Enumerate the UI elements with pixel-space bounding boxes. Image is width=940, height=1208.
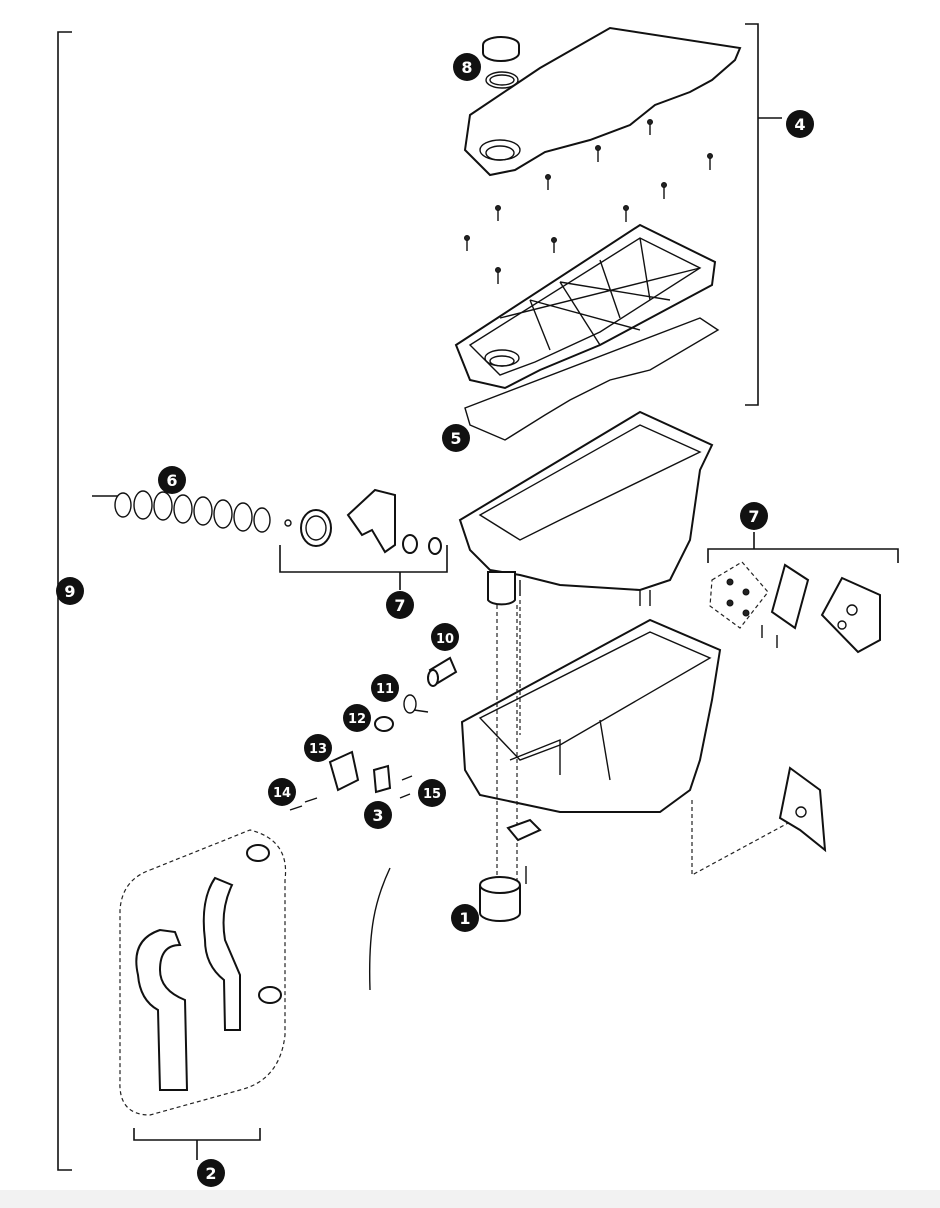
callout-11: 11: [371, 674, 399, 702]
screws: [464, 119, 713, 284]
pump-parts-right: [709, 561, 881, 654]
lid-gasket: [464, 317, 720, 441]
assembly-bracket-9: [57, 31, 72, 1171]
callout-14: 14: [268, 778, 296, 806]
small-fittings: [289, 656, 458, 811]
side-cover-plate: [778, 766, 827, 853]
callout-7a-label: 7: [394, 596, 405, 615]
callout-2-label: 2: [205, 1164, 216, 1183]
hose-kit: [119, 829, 287, 1116]
bracket-7-left: [279, 545, 448, 590]
callout-2: 2: [197, 1159, 225, 1187]
callout-12-label: 12: [348, 712, 366, 727]
callout-7-left: 7: [386, 591, 414, 619]
callout-7b-label: 7: [748, 507, 759, 526]
callout-4: 4: [786, 110, 814, 138]
reservoir-lid: [454, 223, 717, 390]
callout-3: 3: [364, 801, 392, 829]
callout-5: 5: [442, 424, 470, 452]
callout-9-label: 9: [64, 582, 75, 601]
callout-10: 10: [431, 623, 459, 651]
callout-12: 12: [343, 704, 371, 732]
pump-parts-left: [284, 488, 442, 555]
top-cover-plate: [463, 26, 742, 177]
bracket-2: [133, 1128, 261, 1160]
callout-5-label: 5: [450, 429, 461, 448]
lower-reservoir: [460, 618, 722, 813]
callout-13-label: 13: [309, 742, 327, 757]
callout-15-label: 15: [423, 787, 441, 802]
callout-6-label: 6: [166, 471, 177, 490]
callout-14-label: 14: [273, 786, 291, 801]
callout-15: 15: [418, 779, 446, 807]
wire-rod: [368, 867, 391, 991]
cover-bracket-4: [745, 23, 782, 406]
callout-7-right: 7: [740, 502, 768, 530]
alignment-lines: [496, 600, 791, 880]
bottom-strip: [0, 1190, 940, 1208]
callout-13: 13: [304, 734, 332, 762]
callout-10-label: 10: [436, 632, 454, 647]
callout-11-label: 11: [376, 682, 394, 697]
callout-8: 8: [453, 53, 481, 81]
coil-spring: [92, 490, 271, 533]
callout-8-label: 8: [461, 58, 472, 77]
upper-reservoir: [458, 410, 714, 606]
mount-clip: [506, 818, 542, 842]
drain-cup: [479, 876, 521, 922]
callout-1: 1: [451, 904, 479, 932]
callout-1-label: 1: [459, 909, 470, 928]
callout-3-label: 3: [372, 806, 383, 825]
callout-4-label: 4: [794, 115, 805, 134]
filler-cap: [482, 36, 520, 89]
bracket-7-right: [707, 532, 899, 563]
callout-9: 9: [56, 577, 84, 605]
callout-6: 6: [158, 466, 186, 494]
